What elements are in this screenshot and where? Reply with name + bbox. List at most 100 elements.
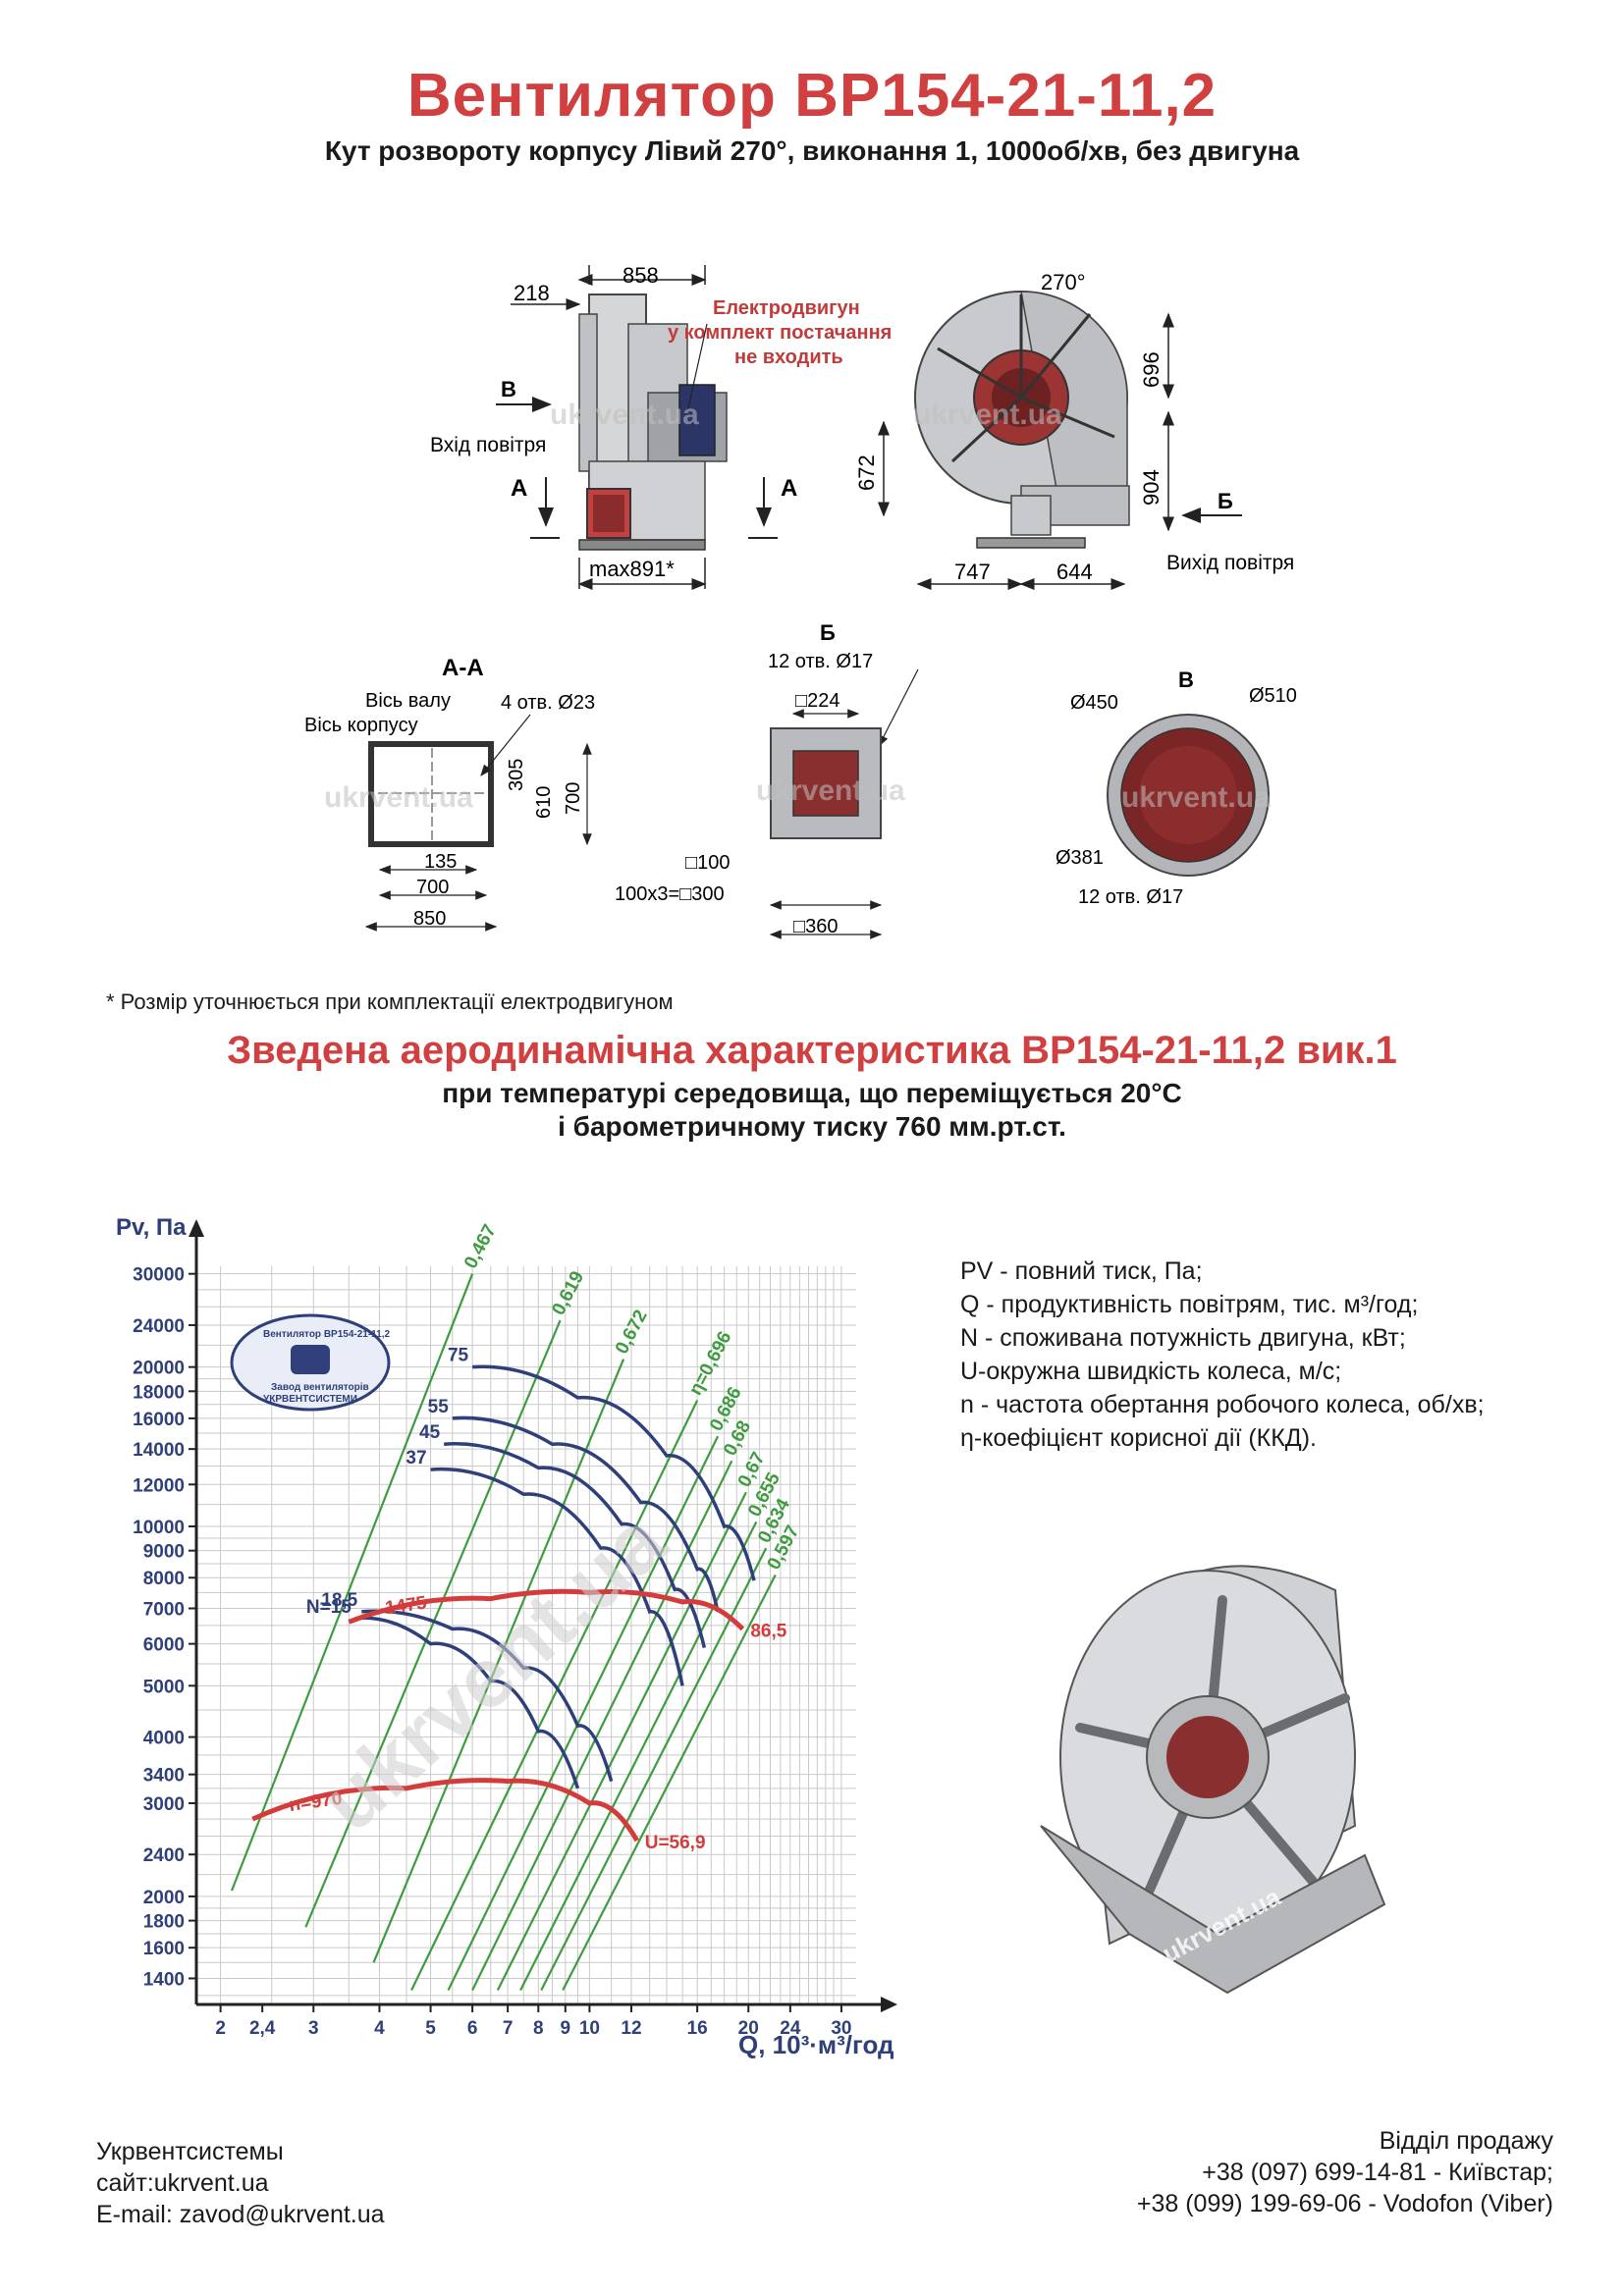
x-tick-label: 6	[467, 2018, 478, 2039]
y-tick-label: 7000	[143, 1600, 185, 1621]
view-b-outlet: Б 12 отв. Ø17 □224 □100 100х3=□300 □360	[615, 620, 919, 939]
power-curve-label: 75	[448, 1346, 469, 1366]
y-tick-label: 1800	[143, 1912, 185, 1933]
watermark-4: ukrvent.ua	[756, 774, 905, 807]
characteristic-sub2: і барометричному тиску 760 мм.рт.ст.	[558, 1111, 1066, 1142]
y-tick-label: 16000	[133, 1410, 185, 1430]
fan-render: ukrvent.ua	[1040, 1565, 1386, 1995]
watermark-3: ukrvent.ua	[324, 781, 473, 814]
legend-q: Q - продуктивність повітрям, тис. м³/год…	[960, 1291, 1419, 1318]
power-curve	[444, 1442, 707, 1648]
section-a-right: А	[781, 475, 797, 502]
y-tick-label: 5000	[143, 1677, 185, 1697]
y-tick-label: 12000	[133, 1475, 185, 1496]
view-v-title: В	[1178, 667, 1194, 692]
dim-381: Ø381	[1056, 847, 1104, 869]
emblem-line-3: УКРВЕНТСИСТЕМИ	[263, 1394, 357, 1405]
legend-pv: PV - повний тиск, Па;	[960, 1257, 1203, 1285]
y-tick-label: 4000	[143, 1729, 185, 1749]
chart-watermark: ukrvent.ua	[302, 1493, 683, 1849]
dim-100: □100	[685, 852, 730, 874]
company-name: Укрвентсистемы	[96, 2138, 284, 2165]
dim-850: 850	[413, 908, 446, 930]
efficiency-ray-label: 0,467	[460, 1221, 501, 1272]
x-tick-label: 24	[780, 2018, 801, 2039]
y-tick-label: 30000	[133, 1265, 185, 1286]
x-axis-label: Q, 10³·м³/год	[738, 2030, 894, 2059]
footer-sales-block: Відділ продажу +38 (097) 699-14-81 - Киї…	[1137, 2125, 1553, 2219]
front-view: 270° 696 672 904 747 644 Б Вихід повітря	[854, 270, 1294, 590]
x-tick-label: 12	[621, 2018, 641, 2039]
motor-note-1: Електродвигун	[713, 297, 860, 319]
motor-note-2: у комплект постачання	[668, 322, 892, 344]
legend-u: U-окружна швидкість колеса, м/с;	[960, 1358, 1342, 1385]
y-tick-label: 2000	[143, 1888, 185, 1908]
y-axis-arrow	[189, 1219, 204, 1237]
view-b-title: Б	[820, 620, 836, 645]
section-aa: А-А Вісь валу Вісь корпусу 4 отв. Ø23 30…	[304, 655, 595, 932]
y-tick-label: 3000	[143, 1794, 185, 1815]
power-curve	[471, 1364, 756, 1581]
efficiency-ray-label: 0,672	[612, 1307, 652, 1358]
x-tick-label: 4	[374, 2018, 385, 2039]
emblem-line-2: Завод вентиляторів	[271, 1382, 369, 1393]
x-tick-label: 20	[738, 2018, 759, 2039]
body-axis-label: Вісь корпусу	[304, 715, 418, 736]
y-tick-label: 14000	[133, 1440, 185, 1461]
speed-end-label: U=56,9	[645, 1833, 706, 1853]
x-tick-label: 8	[533, 2018, 544, 2039]
page-title: Вентилятор ВР154-21-11,2	[406, 62, 1218, 130]
y-tick-label: 1600	[143, 1939, 185, 1959]
dim-610: 610	[533, 786, 555, 819]
speed-curve	[348, 1588, 745, 1631]
power-curve-label: 45	[419, 1422, 441, 1443]
y-tick-label: 18000	[133, 1382, 185, 1403]
characteristic-sub1: при температурі середовища, що переміщує…	[442, 1078, 1182, 1108]
efficiency-ray	[230, 1273, 474, 1892]
chart-legend: PV - повний тиск, Па; Q - продуктивність…	[960, 1255, 1485, 1455]
efficiency-ray	[372, 1359, 625, 1963]
sales-phone-1: +38 (097) 699-14-81 - Київстар;	[1202, 2159, 1553, 2186]
speed-curve	[251, 1778, 639, 1842]
dim-700: 700	[416, 877, 449, 898]
dim-696: 696	[1139, 351, 1164, 388]
x-tick-label: 10	[579, 2018, 600, 2039]
efficiency-ray	[304, 1319, 562, 1928]
watermark-2: ukrvent.ua	[913, 399, 1062, 431]
shaft-axis-label: Вісь валу	[365, 690, 451, 712]
speed-end-label: 86,5	[750, 1622, 786, 1642]
x-tick-label: 16	[687, 2018, 708, 2039]
arrow-b-outlet-label: Б	[1218, 489, 1233, 513]
legend-rpm: n - частота обертання робочого колеса, о…	[960, 1391, 1485, 1418]
legend-eta: η-коефіцієнт корисної дії (ККД).	[960, 1424, 1317, 1452]
outlet-holes-label: 12 отв. Ø17	[768, 651, 873, 672]
dim-135: 135	[424, 851, 457, 873]
x-tick-label: 9	[561, 2018, 571, 2039]
y-axis-label: Pv, Па	[116, 1214, 187, 1241]
x-axis-arrow	[881, 1997, 897, 2012]
dim-224: □224	[795, 690, 839, 712]
motor-note-3: не входить	[734, 347, 843, 368]
view-v-inlet: В Ø450 Ø510 Ø381 12 отв. Ø17	[1056, 667, 1297, 908]
power-curve-label: N=15	[306, 1597, 352, 1618]
technical-drawings: 858 218 max891* Електродвигун у комплект…	[304, 263, 1297, 939]
y-tick-label: 8000	[143, 1569, 185, 1589]
power-curve	[430, 1467, 684, 1686]
power-curve	[361, 1609, 614, 1783]
x-tick-label: 2	[215, 2018, 226, 2039]
x-tick-label: 2,4	[249, 2018, 276, 2039]
outlet-label: Вихід повітря	[1166, 552, 1294, 574]
section-aa-title: А-А	[442, 655, 484, 681]
power-curve	[452, 1415, 720, 1613]
footnote: * Розмір уточнюється при комплектації ел…	[106, 989, 674, 1014]
inlet-holes-label: 12 отв. Ø17	[1078, 886, 1183, 908]
characteristic-title: Зведена аеродинамічна характеристика ВР1…	[227, 1029, 1397, 1072]
efficiency-ray	[562, 1574, 777, 1991]
watermark-1: ukrvent.ua	[550, 399, 699, 431]
y-tick-label: 24000	[133, 1316, 185, 1337]
company-email: E-mail: zavod@ukrvent.ua	[96, 2201, 385, 2228]
efficiency-ray	[447, 1435, 720, 1991]
